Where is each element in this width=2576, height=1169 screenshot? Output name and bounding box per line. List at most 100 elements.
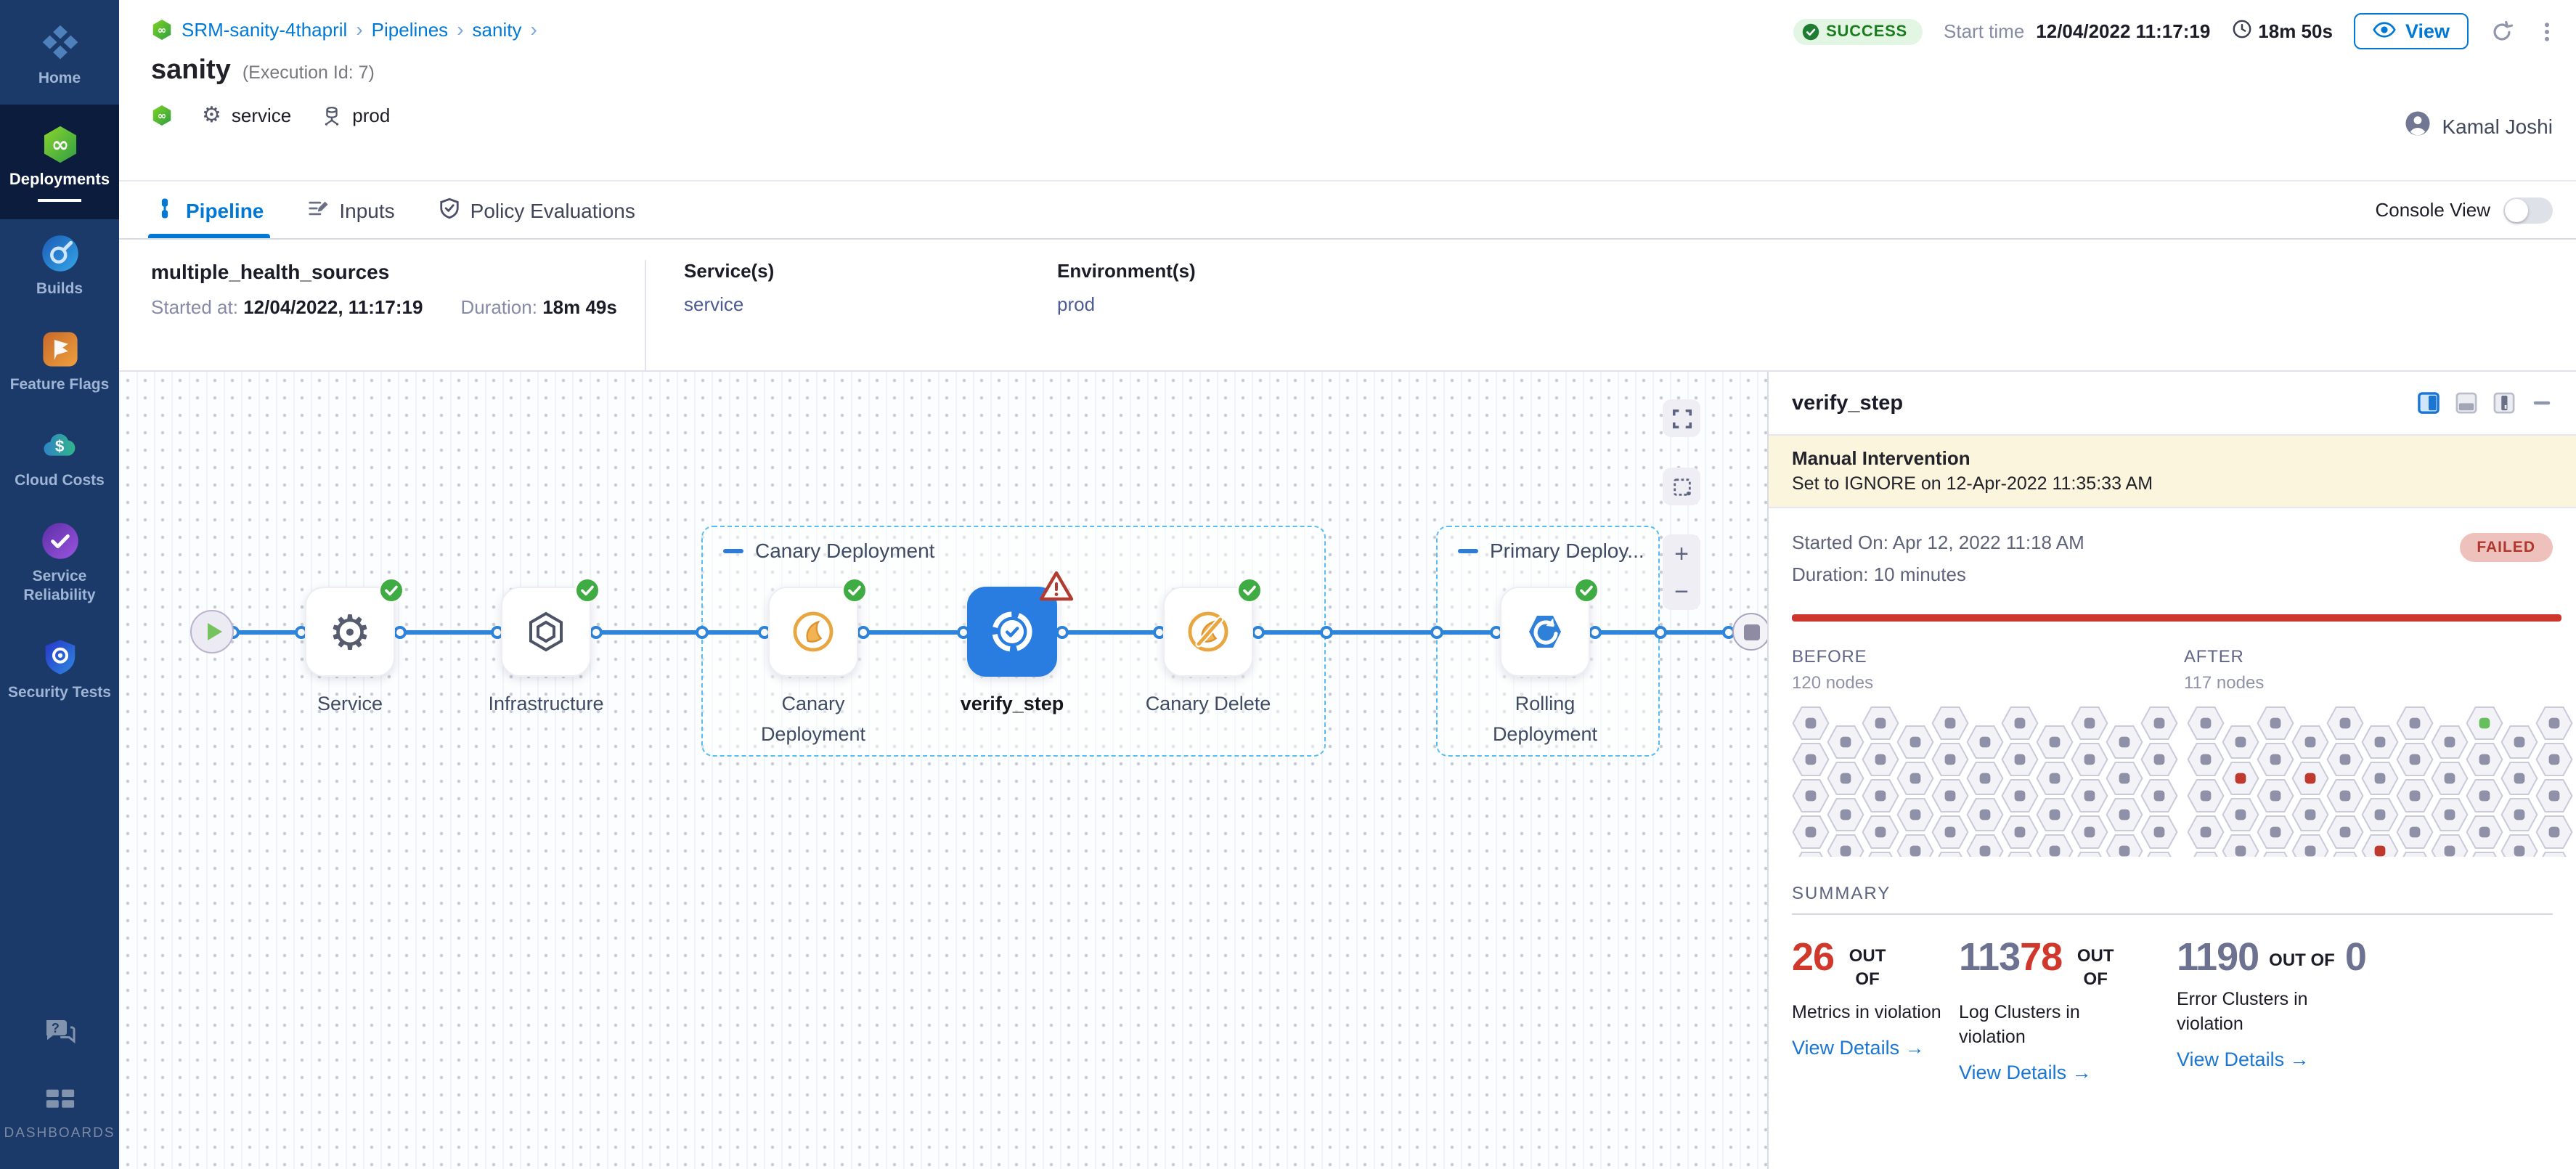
zoom-out-button[interactable]: −	[1674, 577, 1689, 605]
pipeline-node-rolling-deployment[interactable]: Rolling Deployment	[1493, 578, 1599, 745]
started-label: Started at:	[151, 296, 238, 318]
node-hexagon	[2071, 815, 2108, 850]
work-area: + − Canary Deployment Primary Deploy... ⚙S…	[119, 372, 2576, 1169]
after-node-count: 117 nodes	[2184, 672, 2265, 693]
node-label: Canary Delete	[1145, 693, 1271, 714]
shield-check-icon	[439, 197, 460, 223]
node-hexagon	[2500, 797, 2538, 831]
before-hex-grid[interactable]	[1792, 706, 2178, 858]
sidebar-item-service-reliability[interactable]: Service Reliability	[0, 508, 119, 623]
stage-group-label[interactable]: Canary Deployment	[723, 539, 934, 562]
started-value: 12/04/2022, 11:17:19	[243, 296, 423, 318]
sidebar-item-dashboards[interactable]: DASHBOARDS	[0, 1064, 119, 1169]
environments-value[interactable]: prod	[1057, 293, 1096, 315]
view-details-link[interactable]: View Details →	[1792, 1037, 1925, 1059]
console-view-toggle[interactable]	[2503, 197, 2553, 223]
user-menu[interactable]: Kamal Joshi	[2404, 110, 2553, 141]
pipeline-node-service[interactable]: ⚙Service	[305, 578, 404, 714]
start-time-value: 12/04/2022 11:17:19	[2036, 20, 2211, 42]
pipeline-start-node[interactable]	[190, 610, 234, 653]
node-hexagon	[2542, 852, 2567, 858]
sidebar-item-home[interactable]: Home	[0, 9, 119, 105]
node-hexagon	[2500, 725, 2538, 759]
node-hexagon	[2187, 706, 2225, 741]
sidebar-item-deployments[interactable]: ∞Deployments	[0, 105, 119, 219]
after-label: AFTER	[2184, 646, 2244, 667]
before-node-count: 120 nodes	[1792, 672, 1874, 693]
layout-right-panel-icon[interactable]	[2418, 392, 2440, 414]
stop-icon	[1743, 624, 1759, 640]
node-hexagon	[2222, 761, 2259, 795]
pipeline-node-canary-deployment[interactable]: Canary Deployment	[761, 578, 867, 745]
breadcrumb-project[interactable]: SRM-sanity-4thapril	[182, 18, 348, 40]
node-hexagon	[1896, 797, 1934, 831]
chevron-right-icon: ›	[457, 17, 464, 41]
fit-to-screen-button[interactable]	[1663, 399, 1700, 437]
pipeline-node-verify-step[interactable]: verify_step	[961, 571, 1074, 714]
node-hexagon	[2326, 706, 2364, 741]
tab-pipeline[interactable]: Pipeline	[148, 182, 269, 238]
breadcrumb-pipelines[interactable]: Pipelines	[371, 18, 449, 40]
node-hexagon	[2361, 797, 2399, 831]
sidebar-item-chat[interactable]: ?	[0, 999, 119, 1064]
node-hexagon	[2008, 852, 2032, 858]
minimize-icon[interactable]	[2531, 392, 2553, 414]
node-hexagon	[2500, 761, 2538, 795]
node-hexagon	[1827, 725, 1864, 759]
out-of-label: OUT OF	[2269, 950, 2335, 971]
node-hexagon	[2077, 852, 2102, 858]
stage-dash-icon	[723, 548, 743, 553]
kebab-menu-button[interactable]	[2535, 20, 2559, 43]
node-hexagon	[1827, 761, 1864, 795]
layout-drawer-icon[interactable]	[2493, 392, 2515, 414]
view-details-link[interactable]: View Details →	[1959, 1062, 2092, 1084]
node-hexagon	[1792, 706, 1830, 741]
breadcrumb-pipeline[interactable]: sanity	[472, 18, 522, 40]
view-details-link[interactable]: View Details →	[2177, 1048, 2310, 1070]
service-tag[interactable]: ⚙ service	[202, 102, 292, 128]
tab-policy-evaluations[interactable]: Policy Evaluations	[439, 182, 635, 238]
pipeline-node-canary-delete[interactable]: Canary Delete	[1146, 578, 1271, 714]
node-hexagon	[2535, 779, 2573, 813]
title-row: sanity (Execution Id: 7)	[119, 41, 2576, 87]
pipeline-end-node[interactable]	[1732, 613, 1767, 651]
services-value[interactable]: service	[684, 293, 744, 315]
progress-bar-failed	[1792, 614, 2561, 622]
node-hexagon	[2001, 743, 2039, 777]
svg-text:∞: ∞	[158, 23, 167, 36]
node-hexagon	[2263, 852, 2288, 858]
zoom-in-button[interactable]: +	[1674, 539, 1689, 567]
refresh-button[interactable]	[2490, 20, 2514, 43]
layout-bottom-panel-icon[interactable]	[2455, 392, 2477, 414]
pipeline-canvas[interactable]: + − Canary Deployment Primary Deploy... ⚙S…	[119, 372, 1767, 1169]
sidebar-item-cloud-costs[interactable]: $Cloud Costs	[0, 411, 119, 507]
pipeline-node-infrastructure[interactable]: Infrastructure	[488, 578, 604, 714]
success-check-icon	[379, 578, 404, 603]
node-hexagon	[1792, 779, 1830, 813]
view-button[interactable]: View	[2354, 13, 2469, 49]
node-hexagon	[1966, 725, 2004, 759]
after-hex-grid[interactable]	[2187, 706, 2573, 858]
stage-group-label[interactable]: Primary Deploy...	[1458, 539, 1644, 562]
edge-connector-dot	[1430, 625, 1443, 638]
violation-count: 1190	[2177, 935, 2259, 979]
node-hexagon	[1938, 852, 1962, 858]
services-column: Service(s) service	[645, 260, 1019, 370]
environment-tag[interactable]: prod	[320, 105, 390, 126]
tags-row: ∞ ⚙ service prod	[119, 87, 2576, 126]
node-hexagon	[1798, 852, 1823, 858]
sidebar-item-security-tests[interactable]: Security Tests	[0, 622, 119, 718]
sidebar-item-feature-flags[interactable]: Feature Flags	[0, 315, 119, 411]
sidebar-item-builds[interactable]: Builds	[0, 219, 119, 315]
marquee-select-button[interactable]	[1663, 468, 1700, 505]
arrow-right-icon: →	[2071, 1062, 2092, 1084]
page-title: sanity	[151, 55, 231, 86]
arrow-right-icon: →	[1904, 1037, 1925, 1059]
node-hexagon	[1868, 852, 1893, 858]
check-circle-icon	[1801, 23, 1819, 40]
tab-inputs[interactable]: Inputs	[307, 182, 395, 238]
node-hexagon	[2291, 725, 2329, 759]
node-hexagon	[1896, 834, 1934, 858]
